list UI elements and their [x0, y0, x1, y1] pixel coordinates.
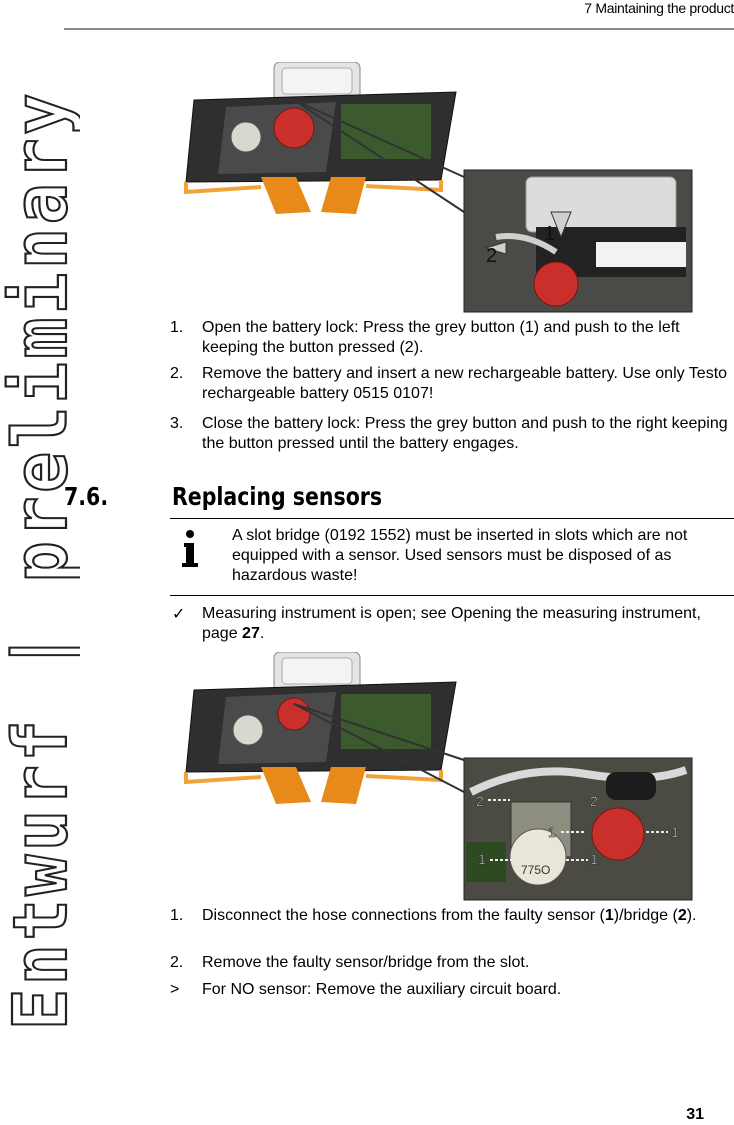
- instrument-photo: [184, 62, 457, 214]
- section-number: 7.6.: [64, 482, 109, 511]
- callout-1-b: 1: [671, 824, 679, 840]
- chapter-title: 7 Maintaining the product: [584, 0, 734, 16]
- callout-2: 2: [486, 245, 497, 267]
- section-title: Replacing sensors: [172, 482, 383, 511]
- sensor-slot-detail: 775O 2 2 1 1 1 1: [463, 757, 693, 901]
- info-note: A slot bridge (0192 1552) must be insert…: [170, 518, 734, 596]
- battery-lock-figure: 1 2: [166, 62, 696, 314]
- sensor-figure: 775O 2 2 1 1 1 1: [166, 652, 696, 902]
- watermark-text: Entwurf | preliminary: [0, 90, 80, 1030]
- sensor-label: 775O: [521, 863, 550, 877]
- instrument-photo: [184, 652, 457, 804]
- callout-1-d: 1: [590, 851, 598, 867]
- page-header: 7 Maintaining the product: [64, 0, 734, 30]
- draft-watermark: Entwurf | preliminary: [0, 0, 80, 1050]
- info-icon: [182, 530, 198, 567]
- battery-lock-detail: 1 2: [463, 169, 693, 313]
- page-number: 31: [686, 1106, 704, 1123]
- callout-1-a: 1: [548, 824, 556, 840]
- callout-1: 1: [544, 223, 555, 245]
- section-heading: 7.6. Replacing sensors: [64, 482, 734, 512]
- callout-2-left: 2: [476, 793, 484, 809]
- note-text: A slot bridge (0192 1552) must be insert…: [232, 527, 688, 584]
- page-reference: 27: [242, 625, 260, 642]
- callout-1-c: 1: [478, 851, 486, 867]
- checkmark-icon: ✓: [172, 604, 186, 623]
- callout-2-right: 2: [590, 793, 598, 809]
